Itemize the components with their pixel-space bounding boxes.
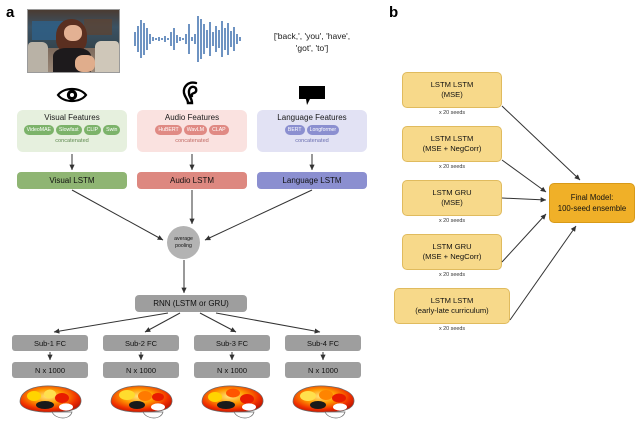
final-model-line-1: Final Model: <box>570 193 614 202</box>
sub-3-fc-box: Sub-3 FC <box>194 335 270 351</box>
model-box-lstm-gru-mse: LSTM GRU (MSE) <box>402 180 502 216</box>
chip-wavlm: WavLM <box>183 125 208 135</box>
model-5-line-2: (early-late curriculum) <box>415 306 489 315</box>
speech-bubble-icon <box>299 86 325 105</box>
pooling-line-2: pooling <box>175 242 192 249</box>
language-features-panel: Language Features BERT Longformer concat… <box>257 110 367 152</box>
language-concat-label: concatenated <box>295 138 329 144</box>
audio-feature-chips: HuBERT WavLM CLAP <box>137 125 247 135</box>
final-model-box: Final Model: 100-seed ensemble <box>549 183 635 223</box>
model-1-line-2: (MSE) <box>441 90 463 99</box>
model-box-lstm-lstm-curriculum: LSTM LSTM (early-late curriculum) <box>394 288 510 324</box>
sub-3-output-box: N x 1000 <box>194 362 270 378</box>
pooling-line-1: average <box>174 236 193 242</box>
video-frame <box>27 9 120 73</box>
sub-4-output-box: N x 1000 <box>285 362 361 378</box>
average-pooling-node: average pooling <box>167 226 200 259</box>
model-4-line-2: (MSE + NegCorr) <box>422 252 482 261</box>
rnn-box: RNN (LSTM or GRU) <box>135 295 247 312</box>
ear-icon <box>182 81 198 105</box>
visual-features-panel: Visual Features VideoMAE Slowfast CLIP S… <box>17 110 127 152</box>
visual-feature-chips: VideoMAE Slowfast CLIP Swin <box>17 125 127 135</box>
model-box-lstm-lstm-mse: LSTM LSTM (MSE) <box>402 72 502 108</box>
chip-videomae: VideoMAE <box>23 125 54 135</box>
model-1-seeds: x 20 seeds <box>438 110 466 116</box>
sub-4-fc-box: Sub-4 FC <box>285 335 361 351</box>
model-4-seeds: x 20 seeds <box>438 272 466 278</box>
model-1-line-1: LSTM LSTM <box>430 80 474 89</box>
model-box-lstm-gru-mse-negcorr: LSTM GRU (MSE + NegCorr) <box>402 234 502 270</box>
visual-features-title: Visual Features <box>44 113 100 122</box>
panel-b: b LSTM LSTM (MSE) x 20 seeds LSTM LSTM (… <box>380 0 640 423</box>
panel-a: a <box>6 4 376 419</box>
sub-2-fc-box: Sub-2 FC <box>103 335 179 351</box>
model-5-seeds: x 20 seeds <box>438 326 466 332</box>
sub-2-output-box: N x 1000 <box>103 362 179 378</box>
chip-swin: Swin <box>103 125 121 135</box>
chip-slowfast: Slowfast <box>56 125 82 135</box>
audio-features-panel: Audio Features HuBERT WavLM CLAP concate… <box>137 110 247 152</box>
sub-1-fc-box: Sub-1 FC <box>12 335 88 351</box>
visual-concat-label: concatenated <box>55 138 89 144</box>
tokens-line-2: 'got', 'to'] <box>295 43 329 53</box>
audio-features-title: Audio Features <box>164 113 220 122</box>
language-lstm-box: Language LSTM <box>257 172 367 189</box>
model-4-line-1: LSTM GRU <box>432 242 472 251</box>
brain-map-sub-2 <box>110 385 173 419</box>
eye-icon <box>56 87 88 103</box>
panel-a-letter: a <box>6 4 15 21</box>
language-tokens: ['back,', 'you', 'have', 'got', 'to'] <box>248 30 376 54</box>
tokens-line-1: ['back,', 'you', 'have', <box>273 31 351 41</box>
model-2-line-1: LSTM LSTM <box>430 134 474 143</box>
model-5-line-1: LSTM LSTM <box>430 296 474 305</box>
model-3-line-1: LSTM GRU <box>432 188 472 197</box>
chip-clip: CLIP <box>83 125 102 135</box>
audio-concat-label: concatenated <box>175 138 209 144</box>
audio-lstm-box: Audio LSTM <box>137 172 247 189</box>
sub-1-output-box: N x 1000 <box>12 362 88 378</box>
panel-b-letter: b <box>389 4 399 21</box>
visual-lstm-box: Visual LSTM <box>17 172 127 189</box>
brain-map-sub-4 <box>292 385 355 419</box>
chip-clap: CLAP <box>209 125 229 135</box>
brain-map-sub-3 <box>201 385 264 419</box>
chip-bert: BERT <box>284 125 305 135</box>
language-feature-chips: BERT Longformer <box>257 125 367 135</box>
model-3-line-2: (MSE) <box>441 198 463 207</box>
language-features-title: Language Features <box>277 113 347 122</box>
model-3-seeds: x 20 seeds <box>438 218 466 224</box>
brain-map-sub-1 <box>19 385 82 419</box>
model-box-lstm-lstm-mse-negcorr: LSTM LSTM (MSE + NegCorr) <box>402 126 502 162</box>
audio-waveform <box>134 16 241 62</box>
final-model-line-2: 100-seed ensemble <box>557 204 627 213</box>
chip-longformer: Longformer <box>306 125 340 135</box>
model-2-seeds: x 20 seeds <box>438 164 466 170</box>
model-2-line-2: (MSE + NegCorr) <box>422 144 482 153</box>
chip-hubert: HuBERT <box>155 125 182 135</box>
